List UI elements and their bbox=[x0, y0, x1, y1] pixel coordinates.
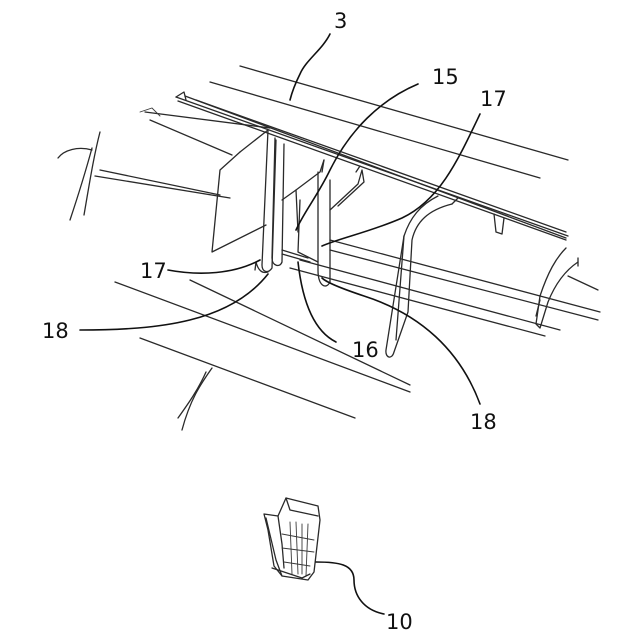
ref-label-16: 16 bbox=[352, 338, 379, 362]
ref-label-18-right: 18 bbox=[470, 410, 497, 434]
ref-label-17-left: 17 bbox=[140, 259, 167, 283]
reference-numerals: 3 15 17 17 18 16 18 10 bbox=[42, 9, 507, 634]
left-plate bbox=[212, 130, 268, 252]
clip-component bbox=[264, 498, 320, 580]
body-outline-lines bbox=[95, 66, 600, 418]
right-end bbox=[536, 248, 598, 328]
ref-label-3: 3 bbox=[334, 9, 347, 33]
ref-label-10: 10 bbox=[386, 610, 413, 634]
ref-label-18-left: 18 bbox=[42, 319, 69, 343]
ref-label-15: 15 bbox=[432, 65, 459, 89]
ref-label-17-right: 17 bbox=[480, 87, 507, 111]
second-fin bbox=[330, 166, 364, 210]
central-clip bbox=[255, 130, 330, 286]
